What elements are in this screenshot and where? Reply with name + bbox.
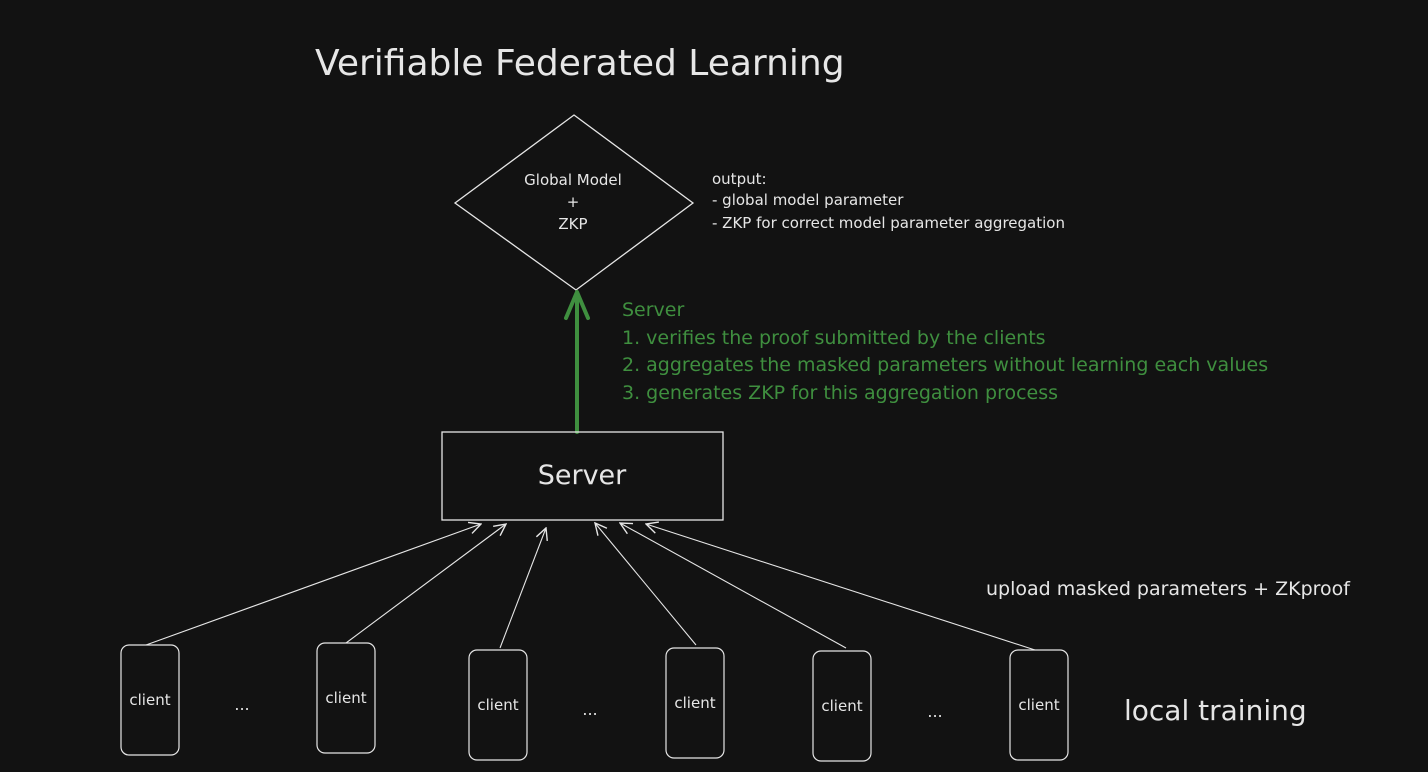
client-ellipsis: ... <box>582 700 597 719</box>
output-note-item: - global model parameter <box>712 191 904 209</box>
client-node: client <box>1009 649 1069 761</box>
global-model-label-line1: Global Model <box>524 171 622 189</box>
client-node: client <box>120 644 180 756</box>
client-ellipsis: ... <box>927 702 942 721</box>
output-note-item: - ZKP for correct model parameter aggreg… <box>712 214 1065 232</box>
client-label: client <box>674 694 715 712</box>
client-label: client <box>821 697 862 715</box>
output-note: output: - global model parameter - ZKP f… <box>712 170 1065 232</box>
client-label: client <box>1018 696 1059 714</box>
global-model-label-line2: + <box>567 193 580 211</box>
upload-arrow <box>646 524 1036 651</box>
client-node: client <box>316 642 376 754</box>
clients-row: client client client client client clien… <box>120 642 1069 762</box>
client-ellipsis: ... <box>234 695 249 714</box>
server-label: Server <box>538 460 627 491</box>
server-node: Server <box>441 431 724 521</box>
upload-label: upload masked parameters + ZKproof <box>986 578 1351 600</box>
server-box <box>441 431 724 521</box>
upload-arrow <box>345 524 506 644</box>
upload-arrows <box>145 523 1036 651</box>
client-node: client <box>812 650 872 762</box>
server-note-item: 2. aggregates the masked parameters with… <box>622 354 1268 376</box>
server-note-heading: Server <box>622 299 684 321</box>
output-note-heading: output: <box>712 170 767 188</box>
server-note-item: 1. verifies the proof submitted by the c… <box>622 327 1046 349</box>
client-node: client <box>468 649 528 761</box>
aggregation-arrow <box>564 290 590 434</box>
upload-arrow <box>499 528 546 649</box>
upload-arrow <box>595 523 697 646</box>
diagram-title: Verifiable Federated Learning <box>315 43 845 84</box>
client-label: client <box>325 689 366 707</box>
local-training-label: local training <box>1124 694 1307 727</box>
server-note-item: 3. generates ZKP for this aggregation pr… <box>622 382 1058 404</box>
global-model-diamond <box>453 114 695 291</box>
global-model-node: Global Model + ZKP <box>453 114 695 291</box>
client-label: client <box>129 691 170 709</box>
server-note: Server 1. verifies the proof submitted b… <box>622 299 1268 404</box>
client-node: client <box>665 647 725 759</box>
upload-arrow <box>145 524 481 646</box>
global-model-label-line3: ZKP <box>558 215 587 233</box>
client-label: client <box>477 696 518 714</box>
upload-arrow <box>620 523 847 649</box>
